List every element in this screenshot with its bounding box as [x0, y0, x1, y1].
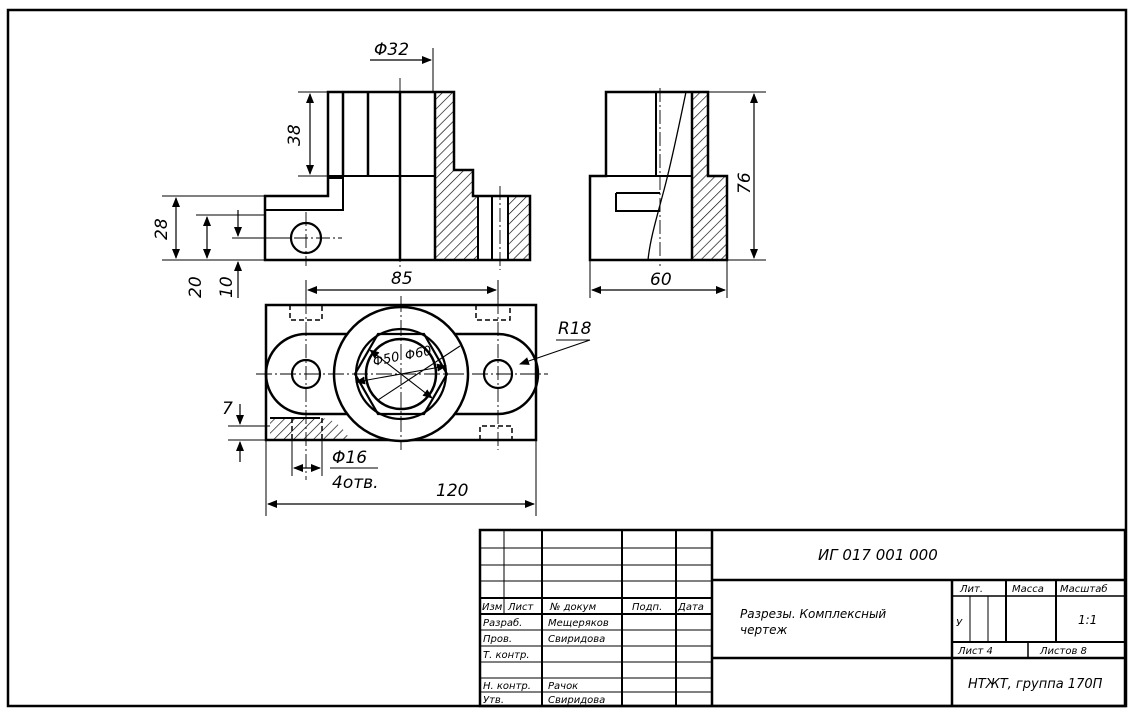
sheet-number: Лист 4: [957, 646, 993, 657]
dim-20: 20: [186, 276, 206, 298]
name-nkontr: Рачок: [548, 681, 578, 692]
dim-28: 28: [152, 218, 172, 240]
mass-header: Масса: [1012, 584, 1044, 595]
role-nkontr: Н. контр.: [483, 681, 531, 692]
col-date: Дата: [677, 602, 704, 613]
front-bore-hatch: [508, 196, 530, 260]
role-razrab: Разраб.: [483, 617, 522, 629]
col-list: Лист: [507, 602, 535, 613]
lit-value: У: [956, 618, 963, 629]
top-section-hatch: [270, 418, 350, 440]
doc-title-line1: Разрезы. Комплексный: [740, 607, 886, 621]
role-tkontr: Т. контр.: [483, 650, 530, 661]
front-view: [162, 48, 532, 298]
front-section-hatch: [435, 92, 478, 260]
dim-60: 60: [650, 270, 672, 290]
dim-holes: 4отв.: [332, 473, 379, 493]
side-break-line: [647, 91, 687, 261]
role-utv: Утв.: [483, 695, 504, 706]
dim-85: 85: [391, 269, 413, 289]
name-utv: Свиридова: [548, 695, 605, 706]
dim-38: 38: [285, 124, 305, 146]
col-sign: Подп.: [632, 602, 662, 613]
scale-value: 1:1: [1078, 613, 1097, 627]
name-razrab: Мещеряков: [548, 618, 609, 629]
role-prov: Пров.: [483, 634, 512, 645]
dim-r18: R18: [558, 319, 592, 339]
front-outline: [263, 90, 532, 262]
dim-10: 10: [217, 276, 237, 298]
dim-76: 76: [735, 172, 755, 194]
dim-phi50: Φ50: [372, 350, 401, 370]
dim-120: 120: [436, 481, 468, 501]
col-izm: Изм: [482, 602, 503, 613]
title-block: [478, 528, 1127, 708]
dim-phi16: Φ16: [332, 448, 367, 468]
sheet-count: Листов 8: [1039, 646, 1087, 657]
dim-7: 7: [222, 399, 233, 419]
col-doc: № докум: [549, 602, 597, 613]
doc-title-line2: чертеж: [740, 623, 787, 637]
lit-header: Лит.: [959, 584, 983, 595]
side-view: [588, 88, 766, 298]
name-prov: Свиридова: [548, 634, 605, 645]
dim-phi32: Φ32: [374, 40, 409, 60]
organization: НТЖТ, группа 170П: [968, 677, 1103, 692]
doc-designation: ИГ 017 001 000: [818, 546, 938, 564]
dim-phi60: Φ60: [404, 344, 433, 364]
scale-header: Масштаб: [1060, 583, 1108, 595]
top-view: [228, 280, 591, 516]
